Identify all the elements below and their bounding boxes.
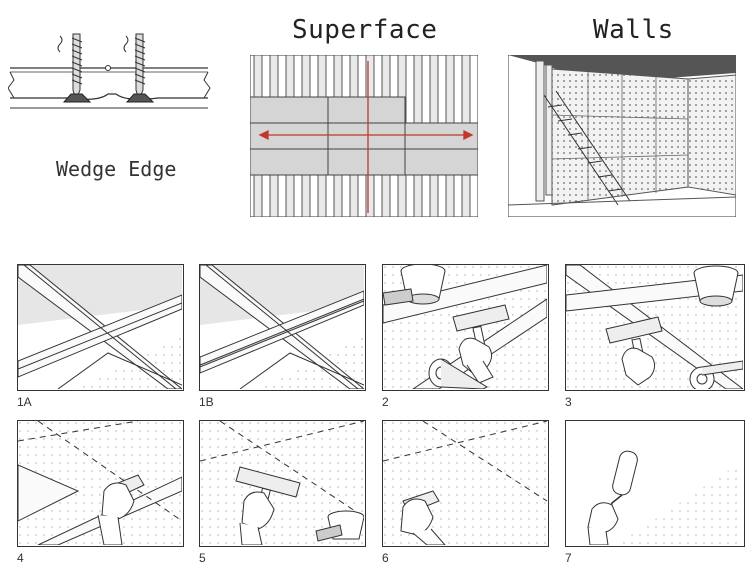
step-3-panel [565, 264, 745, 391]
step-5-label: 5 [199, 551, 206, 565]
step-1b-label: 1B [199, 395, 214, 409]
step-1a-panel [17, 264, 184, 391]
step-2-label: 2 [382, 395, 389, 409]
hand-icon-4 [97, 482, 135, 545]
tape-roll-icon [428, 358, 489, 389]
step-6-label: 6 [382, 551, 389, 565]
step-7-panel [565, 420, 745, 547]
right-screw [125, 33, 155, 103]
step-1a-label: 1A [17, 395, 32, 409]
step-1b-panel [199, 264, 366, 391]
step-1a-svg [18, 265, 182, 389]
step-7-svg [566, 421, 743, 545]
step-5-panel [199, 420, 366, 547]
step-1b-svg [200, 265, 364, 389]
step-7-label: 7 [565, 551, 572, 565]
step-3-svg [566, 265, 743, 389]
step-2-svg [383, 265, 547, 389]
step-4-label: 4 [17, 551, 24, 565]
hand-icon-5 [239, 491, 275, 545]
walls-title: Walls [593, 15, 674, 45]
left-screw [62, 33, 92, 103]
tape-roll-icon-3 [689, 360, 743, 389]
step-2-panel [382, 264, 549, 391]
step-4-svg [18, 421, 182, 545]
mud-bucket-icon-3 [693, 265, 739, 307]
hand-icon [458, 337, 494, 384]
hand-icon-7 [587, 502, 619, 545]
step-3-label: 3 [565, 395, 572, 409]
hand-icon-3 [621, 347, 656, 386]
step-6-panel [382, 420, 549, 547]
superface-svg [250, 55, 478, 217]
wedge-edge-diagram [8, 28, 213, 118]
mud-bucket-icon-5 [315, 510, 364, 542]
superface-diagram [250, 55, 478, 217]
walls-svg [508, 55, 736, 217]
step-5-svg [200, 421, 364, 545]
step-4-panel [17, 420, 184, 547]
walls-diagram [508, 55, 736, 217]
hand-icon-6 [400, 498, 446, 545]
mud-bucket-icon [383, 265, 446, 306]
superface-title: Superface [292, 15, 438, 45]
wedge-edge-svg [8, 33, 211, 109]
wedge-edge-caption: Wedge Edge [56, 157, 177, 181]
step-6-svg [383, 421, 547, 545]
